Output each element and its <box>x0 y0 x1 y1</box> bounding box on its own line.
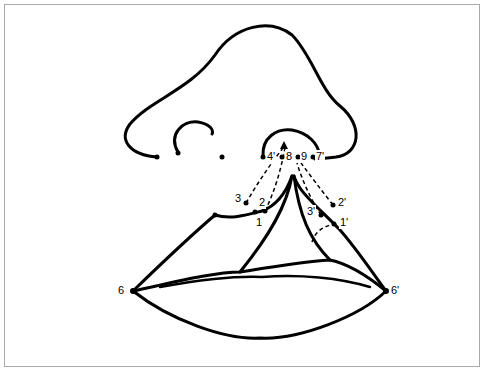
callout-number: 4' <box>266 150 276 163</box>
frame <box>5 5 480 367</box>
lip-line <box>160 276 370 287</box>
landmark-dots <box>130 151 389 295</box>
callout-number: 6' <box>390 284 400 297</box>
arrowhead <box>280 141 288 149</box>
upper-vermilion <box>133 260 386 291</box>
incision-line <box>312 224 334 242</box>
callout-number: 8 <box>285 150 293 163</box>
callout-number: 2' <box>337 196 347 209</box>
callout-number: 3 <box>234 192 242 205</box>
callout-number: 7' <box>315 150 325 163</box>
incision-line <box>265 148 285 211</box>
left-nostril <box>175 122 213 152</box>
callout-number: 6 <box>117 284 125 297</box>
right-upper-lip <box>294 176 386 291</box>
callout-number: 1 <box>255 216 263 229</box>
lower-lip <box>133 291 386 338</box>
callout-number: 1' <box>339 216 349 229</box>
incision-line <box>301 163 333 205</box>
nose-outline <box>125 26 356 159</box>
prolabium-left <box>240 176 292 272</box>
callout-number: 2 <box>258 196 266 209</box>
callout-number: 3' <box>306 205 316 218</box>
callout-number: 9 <box>300 150 308 163</box>
incision-line <box>246 148 283 203</box>
